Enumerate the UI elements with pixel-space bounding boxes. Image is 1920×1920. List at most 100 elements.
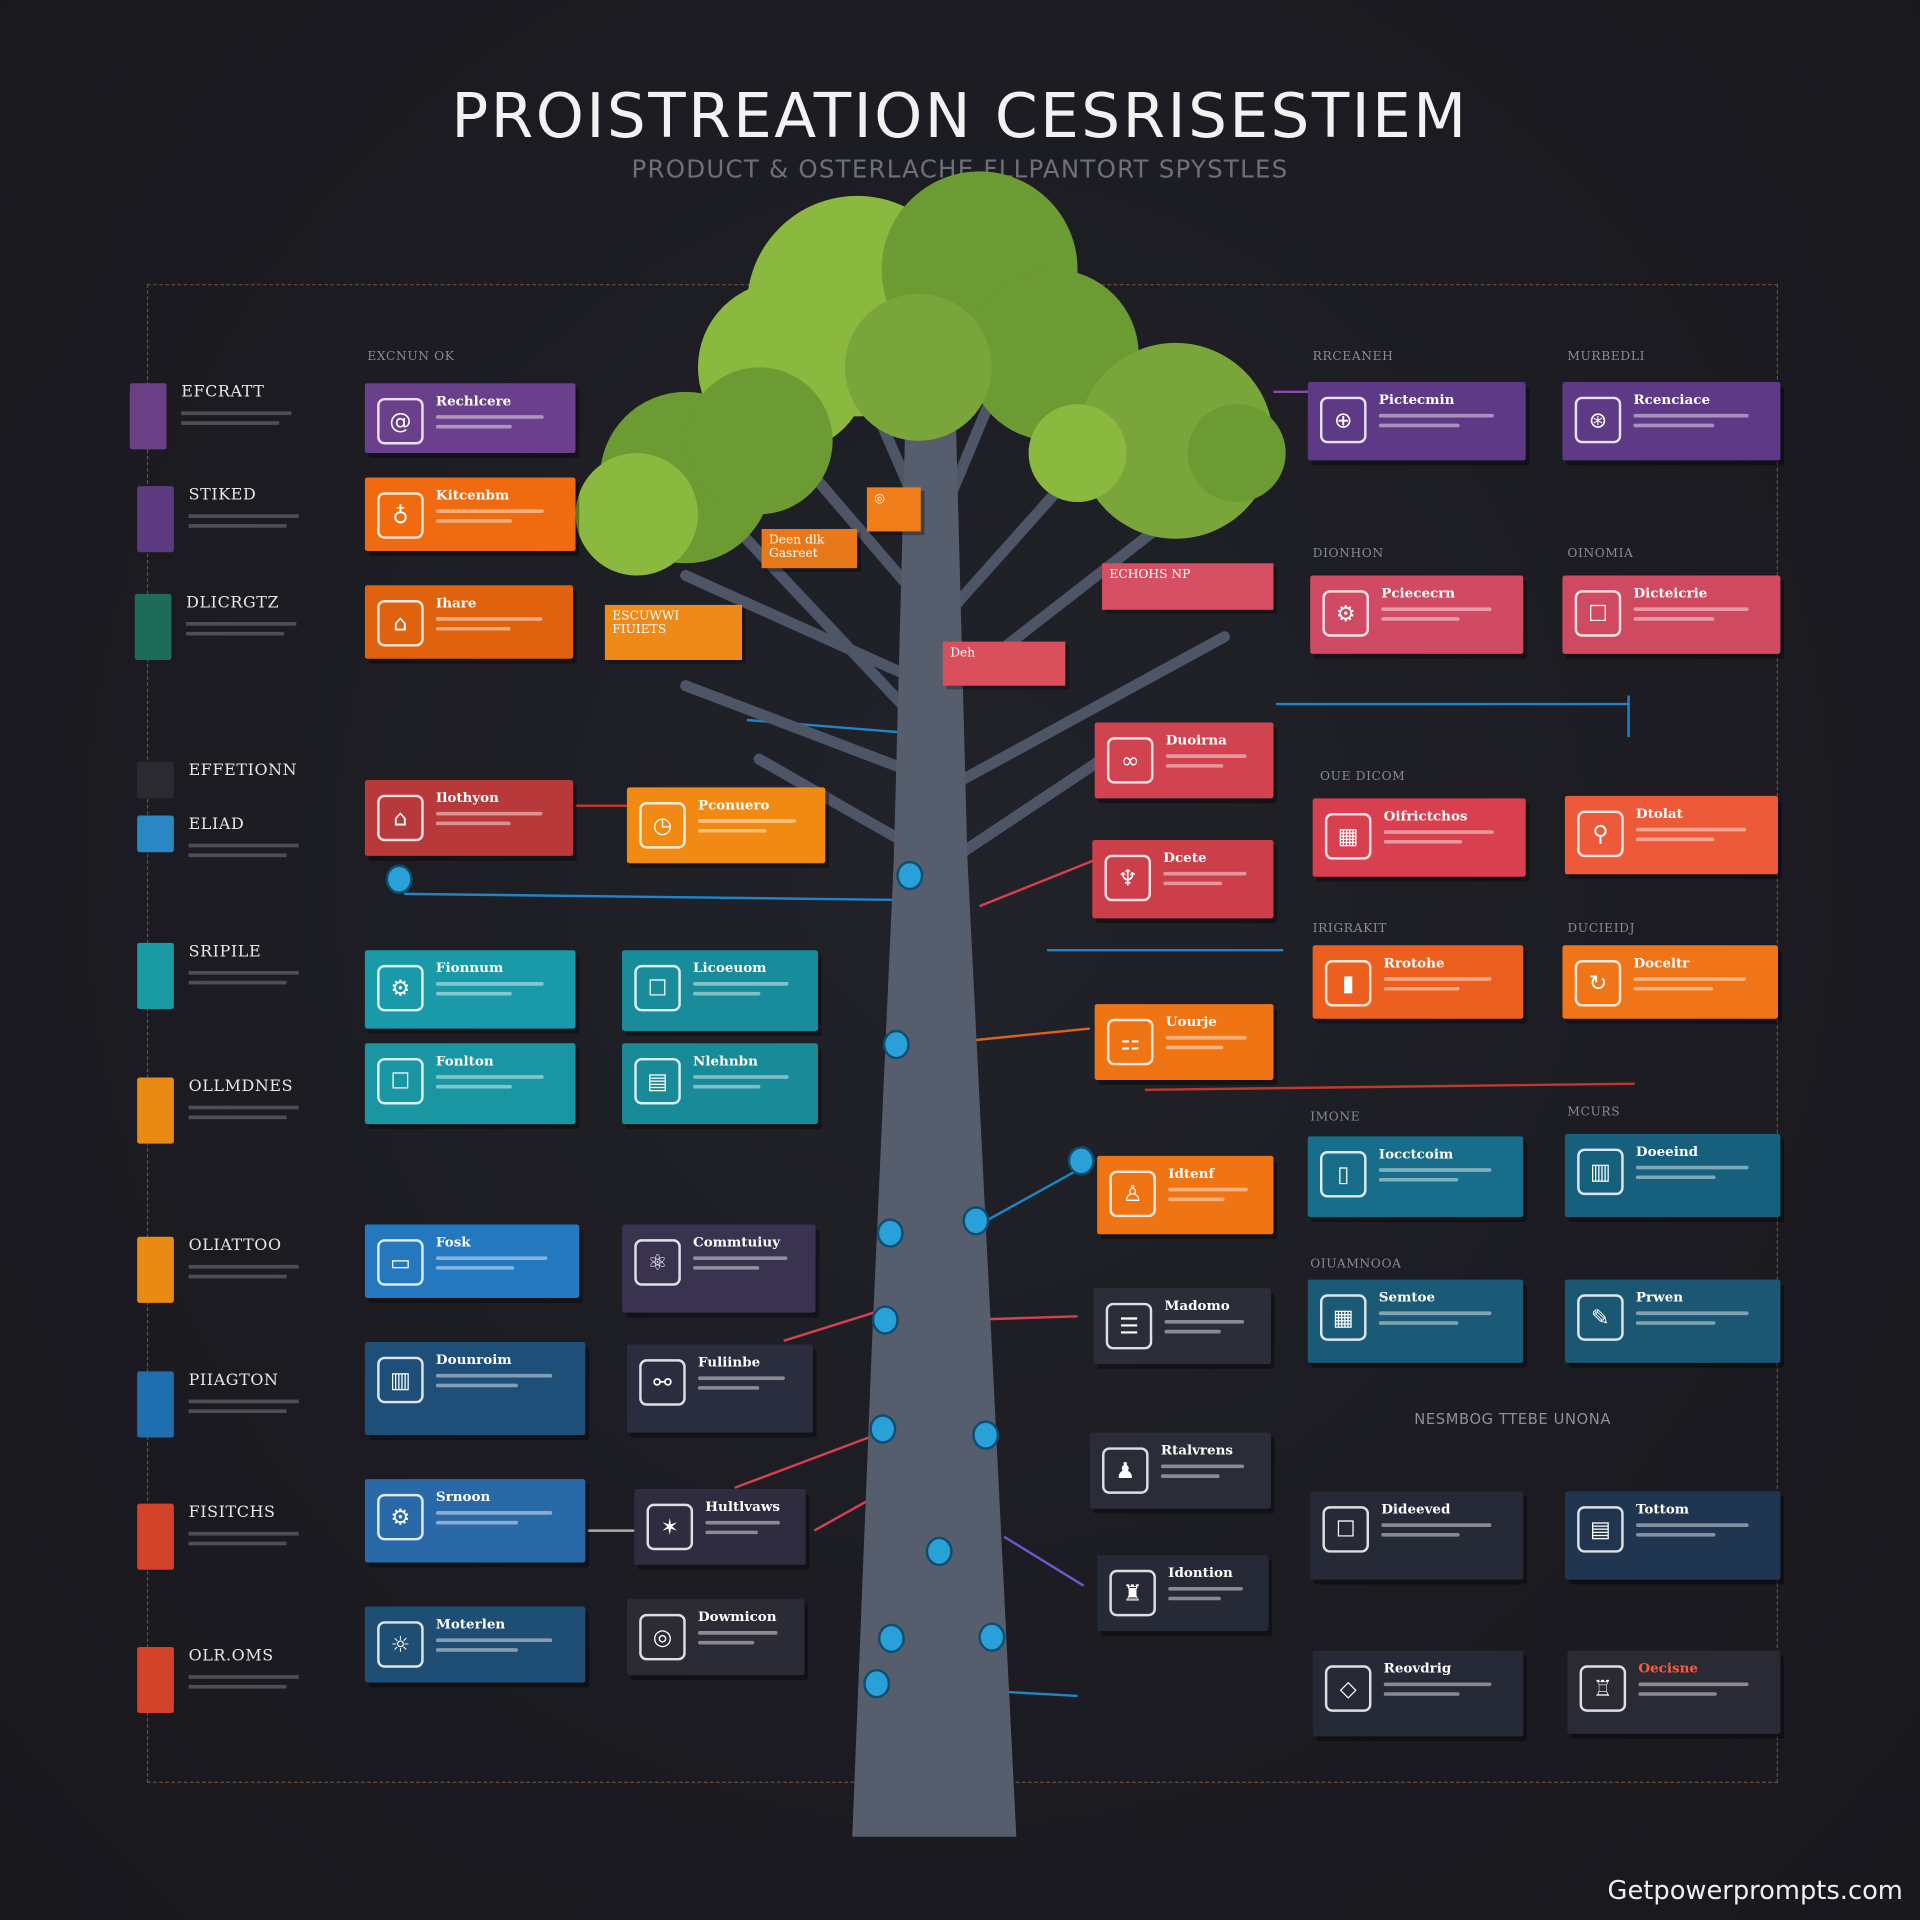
info-card[interactable]: @Rechlcere <box>364 383 576 454</box>
card-desc-line <box>1383 977 1492 981</box>
info-card[interactable]: ☐Fonlton <box>364 1043 576 1125</box>
connector-node <box>877 1623 905 1654</box>
card-desc-line <box>435 1075 545 1079</box>
info-card[interactable]: ✶Hultlvaws <box>634 1488 806 1565</box>
info-card[interactable]: ▥Doeeind <box>1564 1133 1781 1218</box>
info-card[interactable]: ♆Dcete <box>1092 840 1274 919</box>
card-body: Fosk <box>435 1234 567 1270</box>
info-card[interactable]: ✎Prwen <box>1564 1279 1781 1363</box>
info-card[interactable]: ▤Nlehnbn <box>622 1043 818 1125</box>
left-category-item[interactable]: OLIATTOO <box>137 1236 299 1303</box>
info-card[interactable]: ⌂Ilothyon <box>364 780 574 856</box>
category-desc-line <box>188 853 287 858</box>
info-card[interactable]: ▤Tottom <box>1564 1491 1781 1580</box>
card-title: Fionnum <box>435 960 504 976</box>
card-title: Dcete <box>1163 849 1207 866</box>
info-card[interactable]: ☐Licoeuom <box>622 950 818 1032</box>
card-title: Kitcenbm <box>435 487 510 504</box>
info-card[interactable]: ☐Dicteicrie <box>1562 575 1781 654</box>
left-category-item[interactable]: PIIAGTON <box>137 1371 299 1438</box>
info-card[interactable]: ⚙Pciececrn <box>1310 575 1524 654</box>
card-desc-line <box>435 821 511 826</box>
info-card[interactable]: ▦Semtoe <box>1307 1279 1524 1363</box>
left-category-item[interactable]: STIKED <box>137 486 299 553</box>
category-desc-line <box>181 421 280 425</box>
info-card[interactable]: ♜Idontion <box>1097 1555 1269 1632</box>
info-card[interactable]: ⊛Rcenciace <box>1562 382 1781 461</box>
card-desc-line <box>1168 1197 1224 1202</box>
connector-line <box>734 1431 883 1489</box>
card-body: Dicteicrie <box>1633 585 1768 621</box>
info-card[interactable]: ⊕Pictecmin <box>1307 382 1526 461</box>
card-title: Commtuiuy <box>693 1234 781 1251</box>
info-card[interactable]: ▮Rrotohe <box>1312 945 1524 1019</box>
card-desc-line <box>1378 413 1494 418</box>
info-card[interactable]: ☐Dideeved <box>1310 1491 1524 1580</box>
info-card[interactable]: ☰Madomo <box>1093 1288 1272 1365</box>
card-desc-line <box>1160 1474 1220 1478</box>
card-body: Rtalvrens <box>1160 1442 1259 1478</box>
card-desc-line <box>1633 977 1746 981</box>
info-card[interactable]: ⚛Commtuiuy <box>622 1224 816 1313</box>
document-icon: ☐ <box>377 1057 424 1105</box>
info-card[interactable]: ⚏Uourje <box>1094 1004 1274 1081</box>
left-category-item[interactable]: ELIAD <box>137 815 299 858</box>
connector-node <box>863 1668 891 1699</box>
info-card[interactable]: ⚙Srnoon <box>364 1479 586 1563</box>
left-category-item[interactable]: SRIPILE <box>137 942 299 1009</box>
left-category-item[interactable]: EFCRATT <box>129 383 292 450</box>
info-card[interactable]: ▭Fosk <box>364 1224 580 1298</box>
tree-tag[interactable]: ECHOHS NP <box>1102 563 1274 610</box>
category-label: ELIAD <box>188 815 245 834</box>
trophy-icon: ♁ <box>377 492 424 539</box>
info-card[interactable]: ⚯Fuliinbe <box>626 1344 814 1433</box>
card-title: Hultlvaws <box>705 1498 781 1515</box>
left-category-item[interactable]: DLICRGTZ <box>134 593 297 661</box>
category-desc-line <box>186 631 285 636</box>
category-label: OLR.OMS <box>188 1646 274 1666</box>
card-desc-line <box>1378 1177 1459 1182</box>
brain-icon: ⊛ <box>1574 396 1622 444</box>
info-card[interactable]: ♙Idtenf <box>1097 1155 1274 1235</box>
column-header: DUCIEIDJ <box>1567 922 1636 936</box>
info-card[interactable]: ☼Moterlen <box>364 1606 586 1683</box>
info-card[interactable]: ⚙Fionnum <box>364 950 576 1029</box>
card-desc-line <box>1165 1035 1247 1040</box>
left-category-item[interactable]: EFFETIONN <box>137 761 297 799</box>
column-header: OIUAMNOOA <box>1310 1257 1402 1272</box>
left-category-item[interactable]: FISITCHS <box>137 1503 299 1570</box>
card-desc-line <box>435 1638 553 1643</box>
info-card[interactable]: ◷Pconuero <box>626 787 826 864</box>
category-text: OLIATTOO <box>188 1237 299 1303</box>
chart-icon: ▦ <box>1324 813 1372 860</box>
info-card[interactable]: ♁ Kitcenbm <box>364 477 576 552</box>
info-card[interactable]: ◎Dowmicon <box>626 1599 805 1676</box>
left-category-item[interactable]: OLLMDNES <box>137 1077 299 1144</box>
info-card[interactable]: ▥Dounroim <box>364 1342 586 1436</box>
card-desc-line <box>435 1084 513 1089</box>
category-icon <box>137 1371 174 1438</box>
card-desc-line <box>697 1640 755 1645</box>
info-card[interactable]: ⌂Ihare <box>364 585 574 659</box>
connector-line <box>1003 1535 1085 1587</box>
card-desc-line <box>1635 827 1747 832</box>
card-desc-line <box>697 819 796 823</box>
info-card[interactable]: ⚲Dtolat <box>1564 795 1778 875</box>
info-card[interactable]: ♟Rtalvrens <box>1089 1432 1272 1509</box>
tree-tag[interactable]: ◎ <box>866 487 921 532</box>
info-card[interactable]: ↻Doceltr <box>1562 945 1778 1019</box>
card-body: Duoirna <box>1165 732 1262 768</box>
info-card[interactable]: ♖Oecisne <box>1567 1650 1781 1734</box>
card-title: Pictecmin <box>1378 391 1455 408</box>
tree-tag[interactable]: Deh <box>942 641 1066 686</box>
info-card[interactable]: ▯Iocctcoim <box>1307 1136 1524 1218</box>
info-card[interactable]: ∞Duoirna <box>1094 722 1274 799</box>
info-card[interactable]: ◇Reovdrig <box>1312 1650 1524 1737</box>
info-card[interactable]: ▦Oifrictchos <box>1312 798 1526 877</box>
tree-tag[interactable]: Deen dlk Gasreet <box>761 528 858 569</box>
gear-icon: ⚙ <box>377 1493 424 1541</box>
card-desc-line <box>1638 1692 1717 1696</box>
tree-tag[interactable]: ESCUWWI FIUIETS <box>604 604 743 661</box>
category-desc-line <box>188 514 299 518</box>
left-category-item[interactable]: OLR.OMS <box>137 1646 299 1714</box>
